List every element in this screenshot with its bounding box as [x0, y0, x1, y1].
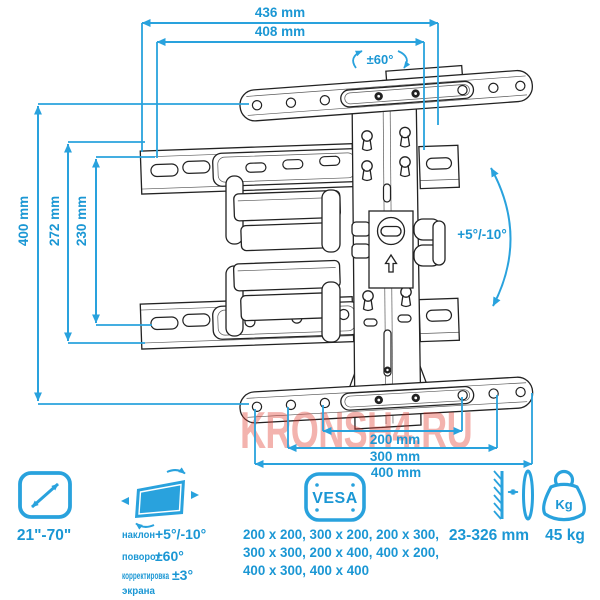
weight-kettlebell-icon: Kg: [542, 469, 586, 522]
wall-distance-icon: [493, 469, 534, 521]
tilt-row-value: +5°/-10°: [155, 526, 206, 542]
swivel-label: ±60°: [367, 52, 394, 67]
screen-size-spec: 21"-70": [17, 471, 72, 544]
screen-size-label: 21"-70": [17, 527, 71, 544]
upper-wall-rail-right: [418, 144, 460, 190]
tilt-screen-icon: [121, 467, 199, 530]
adjustment-spec: наклон +5°/-10° поворот ±60° корректиров…: [121, 467, 206, 597]
max-weight-label: 45 kg: [545, 527, 585, 544]
dim-bottom-200: 200 mm: [370, 432, 420, 447]
kg-icon-label: Kg: [555, 497, 572, 512]
swivel-indicator: ±60°: [352, 50, 411, 69]
bottom-tv-bracket: [239, 376, 534, 424]
swivel-row-label: поворот: [122, 551, 160, 563]
screen-size-icon: [18, 471, 72, 519]
upper-wall-rail-left: [139, 143, 361, 195]
tilt-label: +5°/-10°: [457, 227, 506, 242]
correction-row-label2: экрана: [122, 585, 155, 597]
dimension-lines: 436 mm 408 mm 400 mm 272 mm 230 mm ±60° …: [16, 5, 533, 480]
dim-bottom-300: 300 mm: [370, 449, 420, 464]
up-arrow-mark: [384, 253, 398, 273]
tilt-unit: [351, 210, 446, 289]
correction-row-label: корректировка: [122, 570, 169, 582]
articulated-arm: [225, 175, 341, 343]
swivel-row-value: ±60°: [155, 548, 184, 564]
keyhole-slots: [361, 126, 412, 312]
max-weight-spec: Kg 45 kg: [542, 469, 586, 544]
dim-top-436: 436 mm: [255, 5, 305, 20]
dim-left-400: 400 mm: [16, 196, 31, 246]
wall-distance-label: 23-326 mm: [449, 527, 529, 544]
lower-wall-rail-right: [418, 297, 461, 343]
vesa-sizes-line2: 300 x 300, 200 x 400, 400 x 200,: [243, 545, 439, 560]
dim-bottom-400: 400 mm: [371, 465, 421, 480]
correction-row-value: ±3°: [172, 567, 193, 583]
dim-top-408: 408 mm: [255, 24, 305, 39]
vesa-badge-icon: VESA: [304, 472, 366, 522]
vesa-spec: VESA 200 x 200, 300 x 200, 200 x 300, 30…: [243, 472, 439, 578]
tilt-row-label: наклон: [122, 529, 155, 541]
wall-column: [343, 85, 446, 430]
wall-distance-spec: 23-326 mm: [449, 469, 534, 544]
tilt-indicator: +5°/-10°: [457, 167, 512, 307]
vesa-sizes-line1: 200 x 200, 300 x 200, 200 x 300,: [243, 527, 439, 542]
dim-left-230: 230 mm: [74, 196, 89, 246]
vesa-sizes-line3: 400 x 300, 400 x 400: [243, 563, 369, 578]
vesa-badge-label: VESA: [312, 490, 358, 507]
dim-left-272: 272 mm: [47, 196, 62, 246]
